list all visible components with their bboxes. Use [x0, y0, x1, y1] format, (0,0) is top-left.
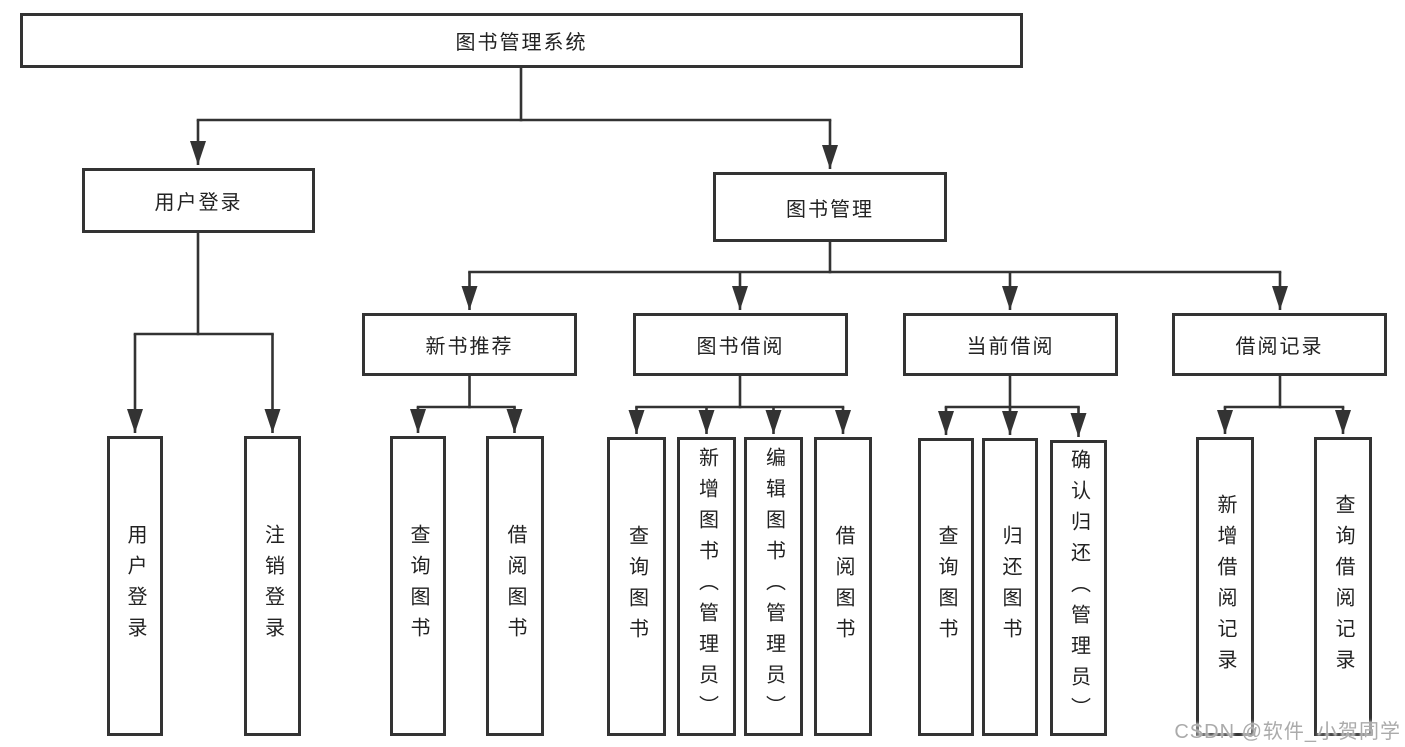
node-book-borrow: 图书借阅	[633, 313, 848, 376]
leaf-query-books-borrow: 查询图书	[607, 437, 666, 736]
leaf-user-login: 用户登录	[107, 436, 163, 736]
leaf-query-borrow-record: 查询借阅记录	[1314, 437, 1372, 736]
leaf-return-books: 归还图书	[982, 438, 1038, 736]
leaf-edit-books-admin: 编辑图书（管理员）	[744, 437, 803, 736]
node-root-system: 图书管理系统	[20, 13, 1023, 68]
csdn-watermark: CSDN @软件_小贺同学	[1174, 721, 1401, 743]
node-book-management: 图书管理	[713, 172, 947, 242]
node-user-login: 用户登录	[82, 168, 315, 233]
node-new-book-recommend: 新书推荐	[362, 313, 577, 376]
node-borrow-records: 借阅记录	[1172, 313, 1387, 376]
leaf-borrow-books-recommend: 借阅图书	[486, 436, 544, 736]
node-current-borrow: 当前借阅	[903, 313, 1118, 376]
leaf-logout: 注销登录	[244, 436, 301, 736]
leaf-query-books-current: 查询图书	[918, 438, 974, 736]
leaf-query-books-recommend: 查询图书	[390, 436, 446, 736]
leaf-add-books-admin: 新增图书（管理员）	[677, 437, 736, 736]
leaf-confirm-return-admin: 确认归还（管理员）	[1050, 440, 1107, 736]
leaf-add-borrow-record: 新增借阅记录	[1196, 437, 1254, 736]
leaf-borrow-books: 借阅图书	[814, 437, 872, 736]
